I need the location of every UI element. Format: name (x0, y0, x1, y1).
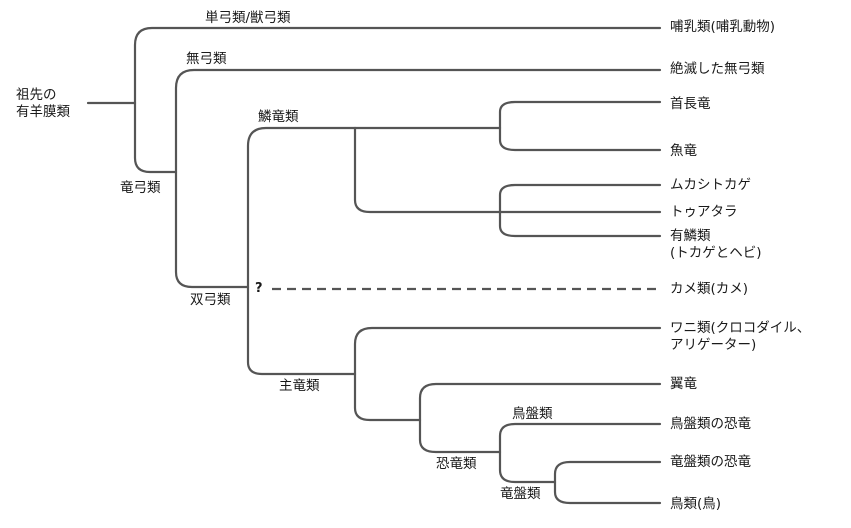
branch-saurischian-dinosaurs (553, 460, 662, 484)
leaf-crocodilians: ワニ類(クロコダイル、 アリゲーター) (670, 320, 810, 354)
leaf-tuatara: トゥアタラ (670, 204, 738, 220)
clade-label-dinosauria: 恐竜類 (436, 456, 477, 472)
branch-plesiosaurs (498, 100, 662, 130)
clade-label-ornithischia: 鳥盤類 (512, 406, 553, 422)
clade-label-sauropsida: 竜弓類 (120, 180, 161, 196)
branch-lepidosauromorpha (246, 126, 357, 289)
clade-label-anapsida: 無弓類 (186, 51, 227, 67)
branch-birds (553, 480, 662, 505)
branch-avemetatarsalia (353, 372, 422, 422)
leaf-birds: 鳥類(鳥) (670, 496, 722, 512)
leaf-turtles: カメ類(カメ) (670, 281, 749, 297)
branch-pterosaurs (418, 382, 662, 422)
root-label-line2: 有羊膜類 (16, 104, 70, 120)
leaf-extinct-anapsids: 絶滅した無弓類 (670, 61, 765, 77)
leaf-ornithischian-dinosaurs: 鳥盤類の恐竜 (670, 416, 751, 432)
clade-label-synapsida: 単弓類/獣弓類 (205, 10, 291, 26)
leaf-ichthyosaurs: 魚竜 (670, 143, 697, 159)
leaf-plesiosaurs: 首長竜 (670, 96, 711, 112)
branch-ichthyosaurs (498, 126, 662, 152)
uncertain-marker: ? (255, 281, 263, 296)
branch-diapsida (174, 170, 250, 289)
branch-archosauria (246, 285, 357, 376)
branch-synapsida (133, 26, 662, 105)
branch-anapsida (174, 68, 662, 174)
leaf-crocodilians-line2: アリゲーター) (670, 337, 757, 353)
root-label: 祖先の 有羊膜類 (16, 87, 70, 121)
leaf-squamata-line2: (トカゲとヘビ) (670, 245, 762, 261)
branch-lepidosaurs (353, 126, 502, 214)
branch-sauropsida (133, 101, 178, 174)
clade-label-archosauria: 主竜類 (279, 378, 320, 394)
branch-squamata (498, 210, 662, 238)
leaf-rhynchocephalia: ムカシトカゲ (670, 177, 751, 193)
leaf-mammals: 哺乳類(哺乳動物) (670, 19, 776, 35)
clade-label-diapsida: 双弓類 (190, 292, 231, 308)
branch-ornithischia (498, 422, 662, 454)
branch-dinosauria (418, 418, 502, 454)
leaf-crocodilians-line1: ワニ類(クロコダイル、 (670, 320, 811, 336)
clade-label-saurischia: 竜盤類 (500, 486, 541, 502)
branch-crocodilians (353, 326, 662, 376)
clade-label-lepidosauromorpha: 鱗竜類 (258, 109, 299, 125)
leaf-squamata-line1: 有鱗類 (670, 228, 711, 244)
branch-rhynchocephalia (498, 183, 662, 214)
leaf-saurischian-dinosaurs: 竜盤類の恐竜 (670, 454, 751, 470)
root-label-line1: 祖先の (16, 87, 57, 103)
leaf-squamata: 有鱗類 (トカゲとヘビ) (670, 228, 762, 262)
branch-saurischia (498, 450, 557, 484)
leaf-pterosaurs: 翼竜 (670, 376, 697, 392)
